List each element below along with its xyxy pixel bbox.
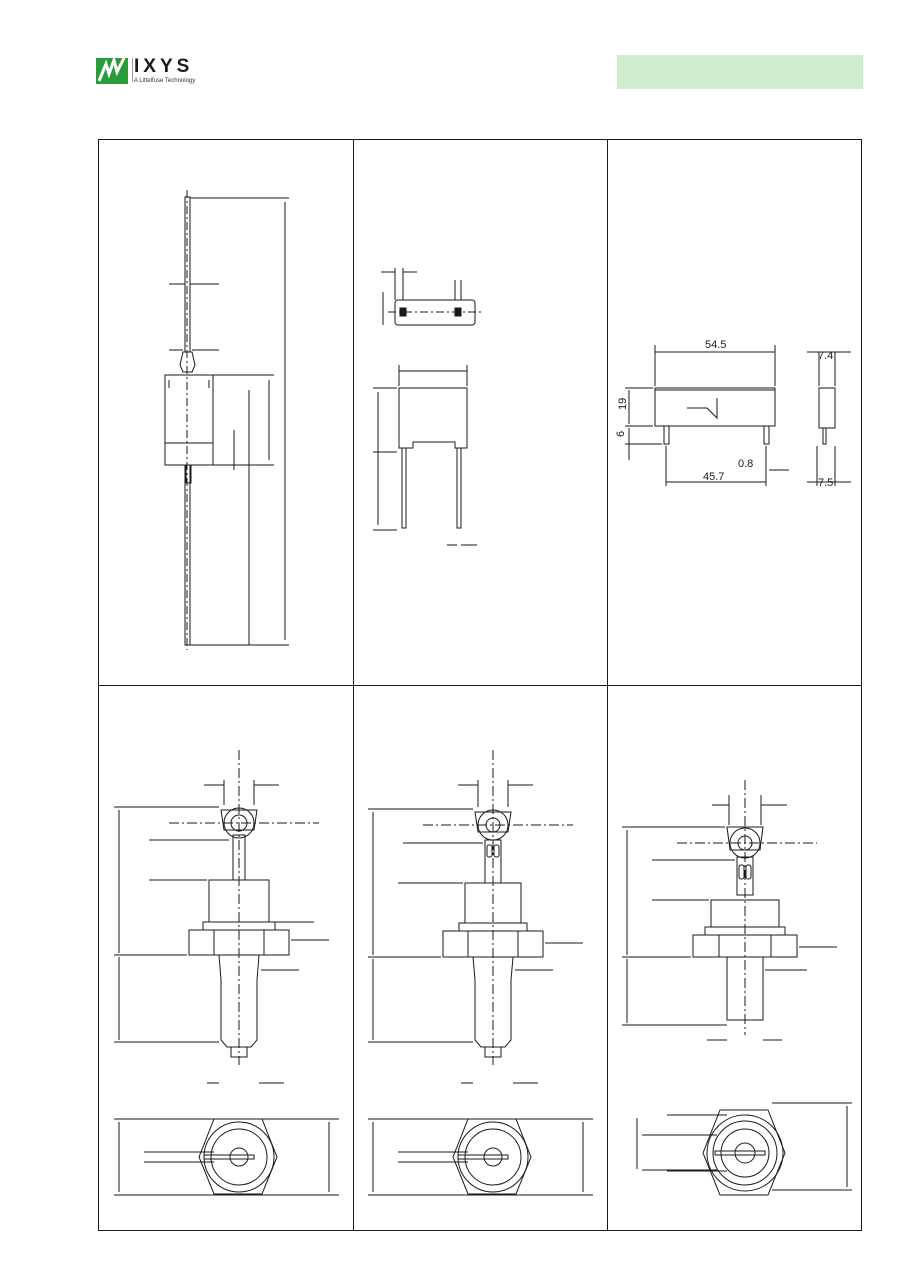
dim-pin-width: 0.8 (738, 458, 753, 470)
module-package-drawing: 54.5 19 6 45.7 0.8 7.4 7.5 (615, 339, 851, 489)
brand-tagline: A Littelfuse Technology (134, 78, 196, 84)
brand-name: IXYS (134, 56, 194, 77)
dim-pin-pitch: 45.7 (703, 471, 724, 483)
panel-radial-package (353, 140, 607, 685)
drawing-grid: 54.5 19 6 45.7 0.8 7.4 7.5 (98, 139, 862, 1231)
axial-package-drawing (164, 190, 289, 650)
radial-package-drawing (373, 268, 483, 546)
panel-module-package: 54.5 19 6 45.7 0.8 7.4 7.5 (607, 140, 862, 685)
logo-separator (132, 58, 133, 82)
stud-package-3-drawing (622, 780, 852, 1196)
ixys-logo-mark-icon (96, 54, 128, 84)
dim-pin-height: 6 (615, 431, 627, 437)
dim-height: 19 (617, 398, 629, 410)
header-accent-bar (617, 55, 863, 89)
grid-divider-h (99, 685, 861, 686)
dim-depth-bottom: 7.5 (818, 477, 833, 489)
panel-stud-package-1 (99, 685, 353, 1231)
panel-stud-package-3 (607, 685, 862, 1231)
panel-axial-package (99, 140, 353, 685)
panel-stud-package-2 (353, 685, 607, 1231)
dim-depth-top: 7.4 (818, 350, 833, 362)
stud-package-1-drawing (114, 750, 339, 1196)
stud-package-2-drawing (368, 750, 593, 1196)
dim-length: 54.5 (705, 339, 726, 351)
ixys-logo: IXYS A Littelfuse Technology (96, 54, 216, 90)
